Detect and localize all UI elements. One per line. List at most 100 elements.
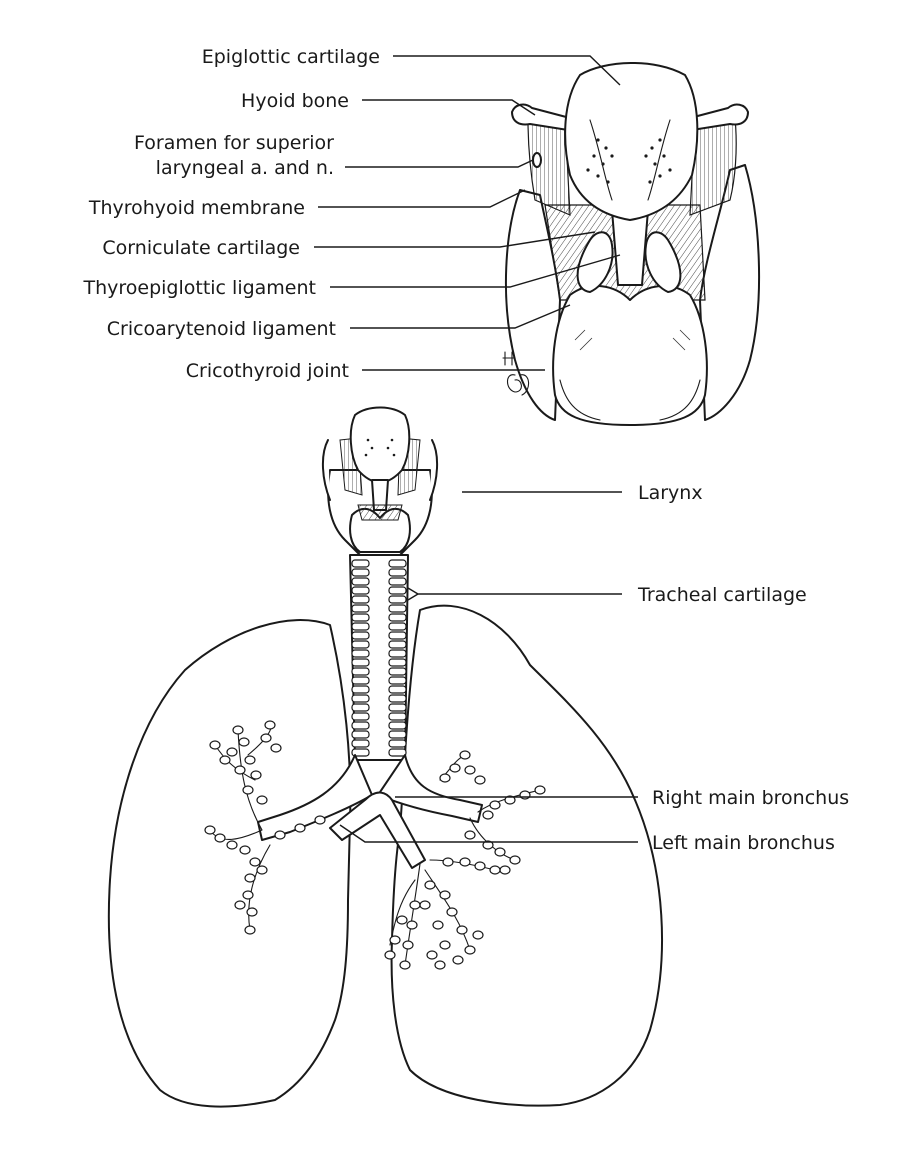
alveolus (246, 907, 258, 917)
alveolus (446, 907, 458, 917)
tracheal-ring (388, 640, 407, 649)
alveolus (482, 810, 494, 820)
alveolus (494, 847, 506, 857)
alveolus (274, 830, 286, 840)
right-lung-outline (107, 619, 352, 1108)
alveolar-clusters (204, 720, 546, 970)
tracheal-ring (388, 694, 407, 703)
label-left-main-bronchus: Left main bronchus (652, 832, 835, 854)
left-lung-outline (390, 604, 663, 1107)
tracheal-ring (351, 721, 370, 730)
tracheal-ring (388, 748, 407, 757)
tracheal-ring (351, 739, 370, 748)
alveolus (238, 737, 250, 747)
arytenoid-right (644, 231, 682, 293)
alveolus (499, 865, 511, 875)
leader-foramen (345, 159, 534, 168)
tracheal-ring (388, 622, 407, 631)
alveolus (232, 725, 244, 735)
thyroid-lamina-right (699, 164, 761, 421)
alveolus (239, 845, 251, 855)
labels: Epiglottic cartilage Hyoid bone Foramen … (82, 46, 849, 854)
leader-tracheal-cartilage (407, 587, 622, 595)
alveolus (442, 857, 454, 867)
tracheal-ring (351, 586, 370, 595)
tracheal-ring (388, 586, 407, 595)
tracheal-ring (388, 631, 407, 640)
alveolus (244, 925, 256, 935)
label-corniculate-cartilage: Corniculate cartilage (102, 237, 300, 259)
tracheal-ring (351, 730, 370, 739)
tracheal-ring (388, 649, 407, 658)
tracheal-ring (351, 559, 370, 568)
alveolus (459, 750, 471, 760)
alveolus (244, 873, 256, 883)
tracheal-ring (351, 595, 370, 604)
tracheal-ring (388, 739, 407, 748)
alveolus (244, 755, 256, 765)
alveolus (456, 925, 468, 935)
alveolus (464, 765, 476, 775)
alveolus (474, 861, 486, 871)
tracheal-ring (388, 730, 407, 739)
epiglottis-stalk (611, 209, 649, 286)
alveolus (399, 960, 411, 970)
alveolus (204, 825, 216, 835)
alveolus (402, 940, 414, 950)
alveolus (264, 720, 276, 730)
epiglottis-pits (586, 138, 672, 184)
tracheal-rings (351, 559, 407, 757)
tracheal-ring (351, 631, 370, 640)
tracheal-ring (351, 748, 370, 757)
tracheal-ring (388, 559, 407, 568)
tracheal-ring (351, 649, 370, 658)
tracheal-ring (388, 676, 407, 685)
alveolus (294, 823, 306, 833)
label-foramen-line1: Foramen for superior (134, 132, 334, 154)
cricoid-lamina (552, 284, 708, 426)
alveolus (219, 755, 231, 765)
label-right-main-bronchus: Right main bronchus (652, 787, 849, 809)
tracheal-ring (388, 595, 407, 604)
epiglottic-cartilage-shape (564, 62, 699, 221)
alveolus (452, 955, 464, 965)
leader-lines (314, 55, 638, 843)
alveolus (419, 900, 431, 910)
tracheal-ring (388, 703, 407, 712)
alveolus (234, 765, 246, 775)
label-thyrohyoid-membrane: Thyrohyoid membrane (88, 197, 305, 219)
label-cricothyroid-joint: Cricothyroid joint (186, 360, 349, 382)
tracheal-ring (351, 640, 370, 649)
alveolus (464, 830, 476, 840)
alveolus (384, 950, 396, 960)
label-larynx: Larynx (638, 482, 703, 504)
alveolus (242, 890, 254, 900)
larynx-mini-illustration (322, 406, 438, 556)
alveolus (396, 915, 408, 925)
alveolus (489, 800, 501, 810)
alveolus (426, 950, 438, 960)
alveolus (209, 740, 221, 750)
tracheal-ring (351, 613, 370, 622)
tracheal-ring (351, 703, 370, 712)
hyoid-horn-right (689, 103, 749, 131)
label-cricoarytenoid-ligament: Cricoarytenoid ligament (107, 318, 336, 340)
alveolus (432, 920, 444, 930)
alveolus (314, 815, 326, 825)
artist-signature (502, 351, 530, 396)
carina-branch (329, 791, 426, 869)
trachea-illustration (349, 554, 409, 761)
alveolus (459, 857, 471, 867)
tracheal-ring (351, 712, 370, 721)
alveolus (449, 763, 461, 773)
tracheal-ring (351, 577, 370, 586)
tracheal-ring (388, 613, 407, 622)
label-thyroepiglottic-ligament: Thyroepiglottic ligament (82, 277, 316, 299)
tracheal-ring (351, 667, 370, 676)
leader-hyoid-bone (362, 99, 536, 116)
alveolus (464, 945, 476, 955)
leader-corniculate-cartilage (314, 231, 596, 248)
leader-thyrohyoid-membrane (318, 189, 526, 208)
tracheal-ring (388, 721, 407, 730)
